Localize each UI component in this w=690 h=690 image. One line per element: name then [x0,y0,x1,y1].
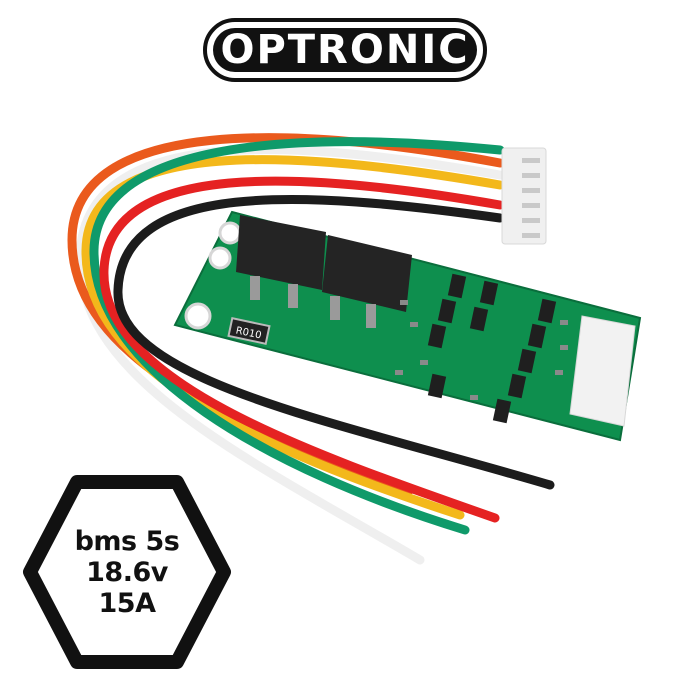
mosfet-1 [236,215,326,290]
wire-yellow [81,155,505,520]
wire-white [75,145,505,565]
badge-line-current: 15A [98,587,156,619]
spec-badge: bms 5s 18.6v 15A [22,474,232,670]
brand-logo: OPTRONIC [203,18,487,82]
wire-red [99,176,505,523]
jst-connector-board [569,315,636,427]
resistor-marking: R010 [235,325,263,341]
wire-green [89,137,505,535]
wire-black [113,195,555,490]
mosfet-2 [322,235,412,312]
logo-frame [203,18,487,82]
badge-line-model: bms 5s [74,525,180,557]
shunt-resistor [227,317,271,345]
badge-line-voltage: 18.6v [86,556,168,588]
hexagon-icon [23,475,231,669]
logo-text: OPTRONIC [220,27,470,73]
